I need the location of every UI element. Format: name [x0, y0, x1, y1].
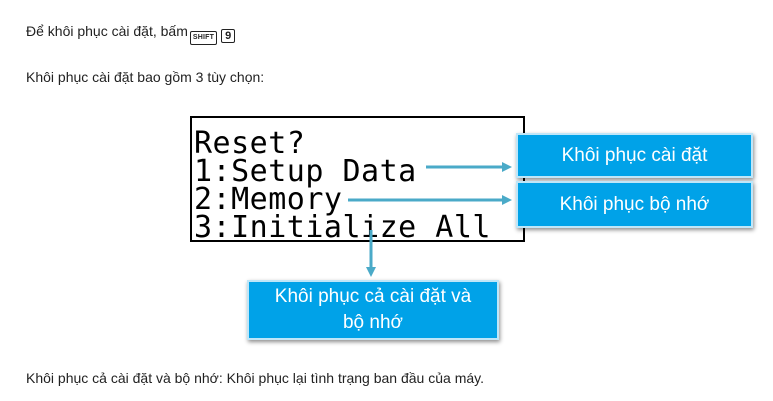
footer-paragraph: Khôi phục cả cài đặt và bộ nhớ: Khôi phụ… [26, 370, 484, 386]
screen-line-initialize: 3:Initialize All [194, 210, 491, 245]
callout-setup: Khôi phục cài đặt [516, 133, 753, 178]
screen-line-setup: 1:Setup Data [194, 154, 417, 189]
options-intro: Khôi phục cài đặt bao gồm 3 tùy chọn: [26, 69, 265, 85]
nine-key-icon: 9 [221, 29, 236, 43]
intro-text: Để khôi phục cài đặt, bấm [26, 23, 188, 39]
screen-line-reset: Reset? [194, 126, 306, 161]
callout-all: Khôi phục cả cài đặt và bộ nhớ [247, 280, 499, 340]
callout-memory: Khôi phục bộ nhớ [516, 181, 753, 228]
calculator-screen: Reset? 1:Setup Data 2:Memory 3:Initializ… [190, 116, 525, 245]
screen-line-memory: 2:Memory [194, 182, 343, 217]
shift-key-icon: SHIFT [189, 31, 218, 45]
